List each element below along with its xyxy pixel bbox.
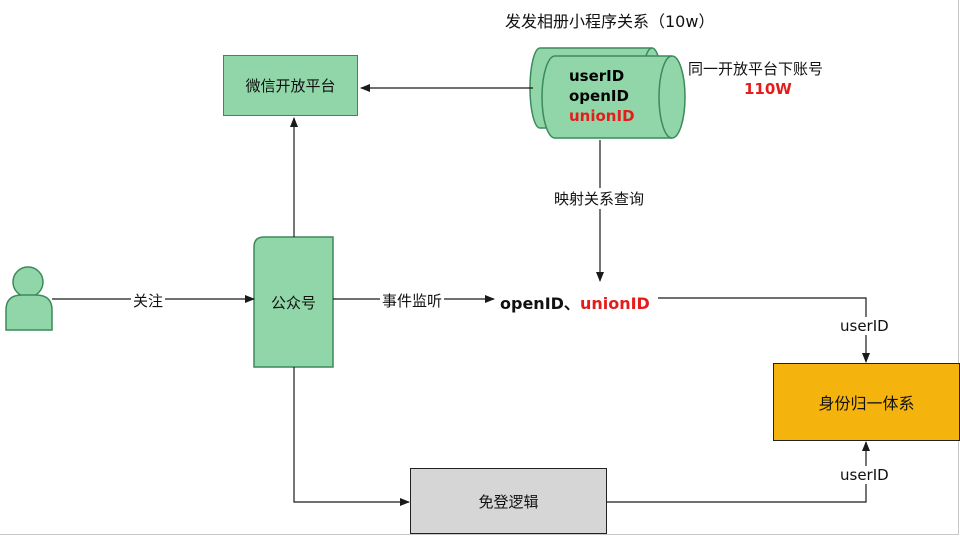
official-account-label: 公众号 [270,293,316,312]
official-account-shape [253,236,334,368]
event-listen-label: 事件监听 [380,290,445,311]
database-fields: userID openID unionID [569,66,635,126]
db-field-openid: openID [569,87,629,105]
database-icon [529,47,686,139]
mapping-query-label: 映射关系查询 [552,188,647,209]
login-free-label: 免登逻辑 [478,492,539,511]
arrow-to-login-free [293,367,410,506]
db-field-unionid: unionID [569,107,635,125]
identity-system-node[interactable]: 身份归一体系 [773,363,960,441]
arrow-ids-to-identity [658,297,870,363]
wechat-open-platform-label: 微信开放平台 [245,77,336,95]
official-account-node[interactable]: 公众号 [254,237,333,367]
ids-openid: openID、 [500,294,580,313]
same-platform-count: 110W [744,80,792,98]
userid-label-bottom: userID [838,466,891,484]
userid-label-top: userID [838,317,891,335]
ids-label: openID、unionID [500,290,650,314]
db-field-userid: userID [569,67,625,85]
same-platform-label: 同一开放平台下账号 [688,60,824,78]
follow-label: 关注 [131,290,166,311]
user-icon [5,266,53,331]
identity-system-label: 身份归一体系 [818,394,915,413]
login-free-node[interactable]: 免登逻辑 [410,468,607,534]
arrow-login-to-identity [607,441,870,503]
relationship-title: 发发相册小程序关系（10w） [505,12,715,31]
ids-unionid: unionID [579,294,650,313]
wechat-open-platform-node[interactable]: 微信开放平台 [223,55,358,116]
